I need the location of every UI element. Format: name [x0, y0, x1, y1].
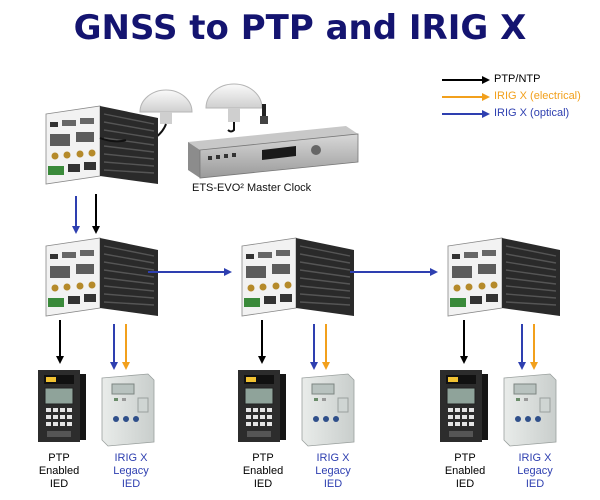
ptp-ied-label-2-line2: Enabled: [242, 465, 284, 477]
legend: PTP/NTP IRIG X (electrical) IRIG X (opti…: [440, 72, 600, 123]
legend-label-irig-electrical: IRIG X (electrical): [494, 90, 581, 102]
ptp-ied-label-2: PTP Enabled IED: [228, 452, 298, 491]
antenna-cable: [99, 137, 127, 143]
ptp-ied-label-3-line2: Enabled: [444, 465, 486, 477]
irig-ied-label-2: IRIG X Legacy IED: [298, 452, 368, 491]
irig-ied-label-2-line1: IRIG X: [316, 452, 350, 464]
ptp-ied-2: [237, 369, 287, 443]
irig-ied-label-3-line2: Legacy: [517, 465, 553, 477]
legend-arrow-irig-optical: [442, 110, 490, 118]
ptp-ied-1: [37, 369, 87, 443]
irig-ied-label-3-line3: IED: [525, 478, 545, 490]
ptp-ied-label-1-line1: PTP: [48, 452, 70, 464]
distribution-unit-3: [447, 237, 561, 317]
legend-arrow-ptp: [442, 76, 490, 84]
irig-ied-1: [101, 373, 155, 447]
distribution-unit-2: [241, 237, 355, 317]
irig-ied-2: [301, 373, 355, 447]
irig-ied-label-3: IRIG X Legacy IED: [500, 452, 570, 491]
legend-item-irig-electrical: IRIG X (electrical): [440, 89, 600, 106]
ptp-ied-3: [439, 369, 489, 443]
legend-label-irig-optical: IRIG X (optical): [494, 107, 570, 119]
diagram-title: GNSS to PTP and IRIG X: [73, 8, 527, 48]
ptp-ied-label-1-line2: Enabled: [38, 465, 80, 477]
legend-item-ptp: PTP/NTP: [440, 72, 600, 89]
ptp-ied-label-1: PTP Enabled IED: [24, 452, 94, 491]
master-clock-caption: ETS-EVO² Master Clock: [192, 182, 312, 194]
master-clock-device: [188, 126, 359, 179]
irig-ied-label-1-line3: IED: [121, 478, 141, 490]
ptp-ied-label-2-line3: IED: [253, 478, 273, 490]
distribution-unit-1: [45, 237, 159, 317]
gnss-antenna-left: [125, 89, 193, 145]
ptp-ied-label-2-line1: PTP: [252, 452, 274, 464]
irig-ied-label-1-line1: IRIG X: [114, 452, 148, 464]
irig-ied-label-1: IRIG X Legacy IED: [96, 452, 166, 491]
irig-ied-label-2-line2: Legacy: [315, 465, 351, 477]
irig-ied-label-2-line3: IED: [323, 478, 343, 490]
gnss-antenna-right: [205, 83, 263, 133]
ptp-ied-label-3-line3: IED: [455, 478, 475, 490]
irig-ied-3: [503, 373, 557, 447]
irig-ied-label-3-line1: IRIG X: [518, 452, 552, 464]
legend-label-ptp: PTP/NTP: [494, 73, 541, 85]
legend-item-irig-optical: IRIG X (optical): [440, 106, 600, 123]
ptp-ied-label-3-line1: PTP: [454, 452, 476, 464]
antenna-connector-icon: [260, 104, 268, 124]
ptp-ied-label-1-line3: IED: [49, 478, 69, 490]
source-clock-unit: [45, 105, 159, 185]
legend-arrow-irig-electrical: [442, 93, 490, 101]
irig-ied-label-1-line2: Legacy: [113, 465, 149, 477]
ptp-ied-label-3: PTP Enabled IED: [430, 452, 500, 491]
